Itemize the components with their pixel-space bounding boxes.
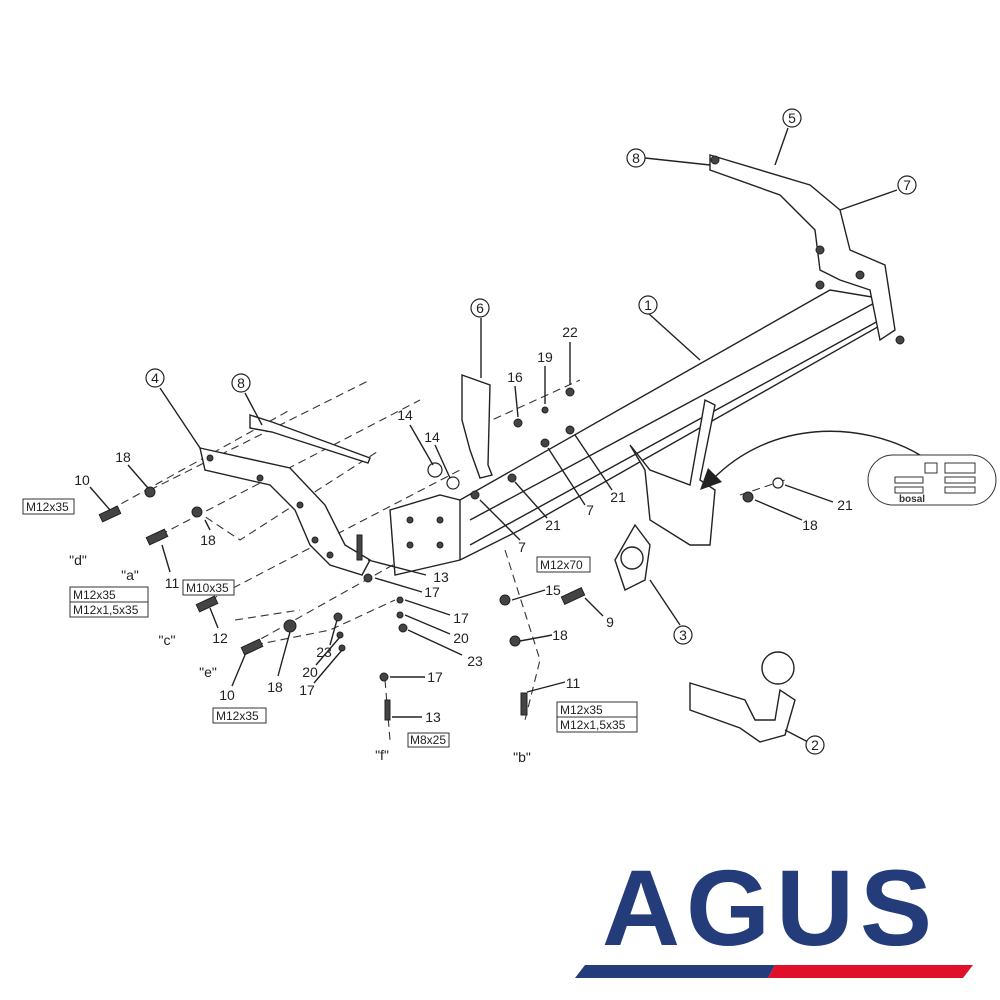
part-number: 10 <box>74 472 90 488</box>
part-number: 18 <box>200 532 216 548</box>
part-number: 10 <box>219 687 235 703</box>
part-numbers: 10 18 11 18 12 10 18 13 17 17 20 23 23 2… <box>74 324 853 725</box>
spec-box: M12x1,5x35 <box>73 603 139 617</box>
callout-8-left: 8 <box>237 375 245 391</box>
part-number: 11 <box>165 575 180 591</box>
mount-point-d: "d" <box>69 552 87 568</box>
spec-box: M12x1,5x35 <box>560 718 626 732</box>
part-number: 9 <box>606 614 614 630</box>
part-number: 21 <box>610 489 626 505</box>
fasteners <box>98 387 784 721</box>
part-number: 17 <box>299 682 315 698</box>
spec-box: M12x35 <box>216 709 259 723</box>
callout-7: 7 <box>903 177 911 193</box>
callout-1: 1 <box>644 297 652 313</box>
part-number: 13 <box>425 709 441 725</box>
approval-plate: bosal <box>867 454 997 506</box>
part-number: 7 <box>518 539 526 555</box>
callout-3: 3 <box>679 627 687 643</box>
bosal-brand: bosal <box>899 494 925 505</box>
pointer-arrow <box>711 430 921 481</box>
mount-point-c: "c" <box>159 632 176 648</box>
mount-point-b: "b" <box>513 749 531 765</box>
part-number: 20 <box>453 630 469 646</box>
spec-box: M12x35 <box>26 500 69 514</box>
center-bracket <box>461 374 493 479</box>
part-number: 7 <box>586 502 594 518</box>
left-strap <box>249 414 371 464</box>
part-number: 17 <box>424 584 440 600</box>
part-number: 18 <box>115 449 131 465</box>
socket-plate <box>614 523 651 591</box>
mount-points: "d" "a" "c" "e" "f" "b" <box>69 552 531 765</box>
tow-ball <box>689 651 796 743</box>
part-number: 21 <box>837 497 853 513</box>
part-number: 23 <box>467 653 483 669</box>
part-number: 17 <box>427 669 443 685</box>
part-number: 19 <box>537 349 553 365</box>
part-number: 13 <box>433 569 449 585</box>
callout-6: 6 <box>476 300 484 316</box>
leader-lines <box>89 127 898 743</box>
part-number: 16 <box>507 369 523 385</box>
circled-callouts: 1 2 3 4 5 6 7 8 8 <box>145 108 917 755</box>
part-number: 11 <box>566 675 581 691</box>
callout-2: 2 <box>811 737 819 753</box>
part-number: 22 <box>562 324 578 340</box>
part-number: 17 <box>453 610 469 626</box>
logo-text: AGUS <box>602 847 938 968</box>
agus-logo: AGUS <box>575 847 973 978</box>
spec-box: M12x35 <box>73 588 116 602</box>
part-number: 21 <box>545 517 561 533</box>
part-number: 12 <box>212 630 228 646</box>
spec-box: M12x70 <box>540 558 583 572</box>
part-number: 18 <box>267 679 283 695</box>
part-number: 18 <box>552 627 568 643</box>
callout-4: 4 <box>151 370 159 386</box>
callout-5: 5 <box>788 110 796 126</box>
spec-box: M10x35 <box>186 581 229 595</box>
left-side-bracket <box>199 447 371 576</box>
mount-point-a: "a" <box>121 567 139 583</box>
mount-point-f: "f" <box>375 747 389 763</box>
mount-point-e: "e" <box>199 664 217 680</box>
spec-box: M8x25 <box>410 733 446 747</box>
part-number: 18 <box>802 517 818 533</box>
part-number: 20 <box>302 664 318 680</box>
part-number: 14 <box>397 407 413 423</box>
bolt-specs: M12x35 M10x35 M12x35 M12x1,5x35 M12x35 M… <box>22 498 638 748</box>
part-number: 15 <box>545 582 561 598</box>
callout-8-top: 8 <box>632 150 640 166</box>
part-number: 23 <box>316 644 332 660</box>
part-number: 14 <box>424 429 440 445</box>
spec-box: M12x35 <box>560 703 603 717</box>
right-side-bracket <box>709 154 905 345</box>
